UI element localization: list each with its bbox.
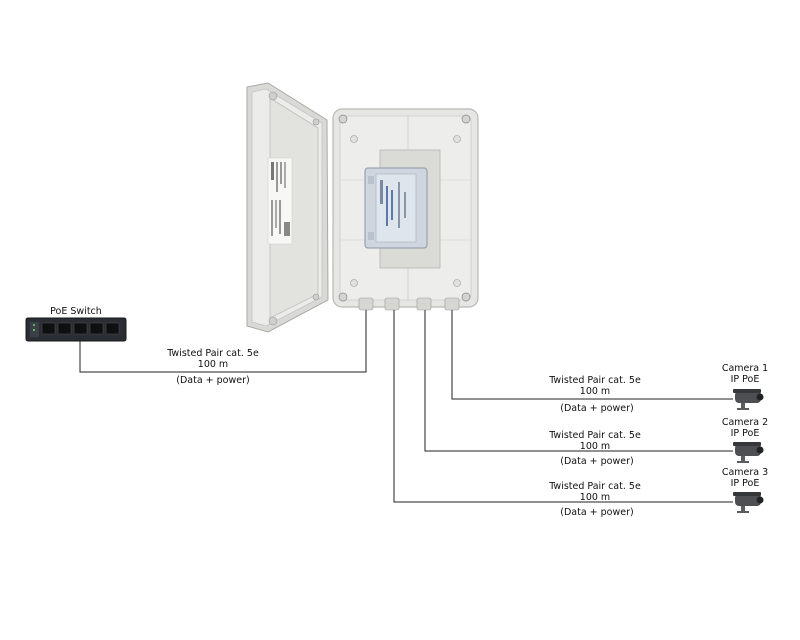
camera-2-labels: Twisted Pair cat. 5e 100 m (Data + power… bbox=[548, 417, 768, 467]
enclosure-box bbox=[332, 108, 479, 311]
camera-3-labels: Twisted Pair cat. 5e 100 m (Data + power… bbox=[548, 467, 768, 518]
uplink-cable-type: Twisted Pair cat. 5e bbox=[166, 348, 259, 359]
camera-1-type: IP PoE bbox=[731, 374, 760, 385]
wires bbox=[79, 310, 733, 503]
camera-1-icon bbox=[733, 389, 764, 410]
camera-2-payload: (Data + power) bbox=[560, 456, 633, 467]
camera-2-name: Camera 2 bbox=[722, 417, 768, 428]
uplink-labels: Twisted Pair cat. 5e 100 m (Data + power… bbox=[166, 348, 259, 386]
camera-3-icon bbox=[733, 492, 764, 513]
camera-3-payload: (Data + power) bbox=[560, 507, 633, 518]
cable-glands bbox=[358, 297, 460, 311]
camera-1-wire bbox=[451, 310, 733, 400]
poe-switch-label: PoE Switch bbox=[50, 306, 102, 317]
camera-3-type: IP PoE bbox=[731, 478, 760, 489]
camera-1-length: 100 m bbox=[580, 386, 610, 397]
camera-1-payload: (Data + power) bbox=[560, 403, 633, 414]
camera-1-labels: Twisted Pair cat. 5e 100 m (Data + power… bbox=[548, 363, 768, 414]
camera-3-wire bbox=[393, 310, 733, 503]
camera-2-icon bbox=[733, 442, 764, 463]
camera-3-name: Camera 3 bbox=[722, 467, 768, 478]
camera-3-cable-type: Twisted Pair cat. 5e bbox=[548, 481, 641, 492]
camera-1-cable-type: Twisted Pair cat. 5e bbox=[548, 375, 641, 386]
camera-2-length: 100 m bbox=[580, 441, 610, 452]
uplink-length: 100 m bbox=[198, 359, 228, 370]
enclosure-lid bbox=[246, 82, 329, 333]
uplink-payload: (Data + power) bbox=[176, 375, 249, 386]
camera-3-length: 100 m bbox=[580, 492, 610, 503]
camera-2-type: IP PoE bbox=[731, 428, 760, 439]
camera-2-cable-type: Twisted Pair cat. 5e bbox=[548, 430, 641, 441]
poe-extender-module bbox=[364, 167, 428, 249]
poe-switch bbox=[25, 317, 127, 342]
lid-label-sticker bbox=[267, 157, 293, 245]
camera-2-wire bbox=[424, 310, 733, 452]
uplink-wire bbox=[79, 310, 367, 373]
camera-1-name: Camera 1 bbox=[722, 363, 768, 374]
